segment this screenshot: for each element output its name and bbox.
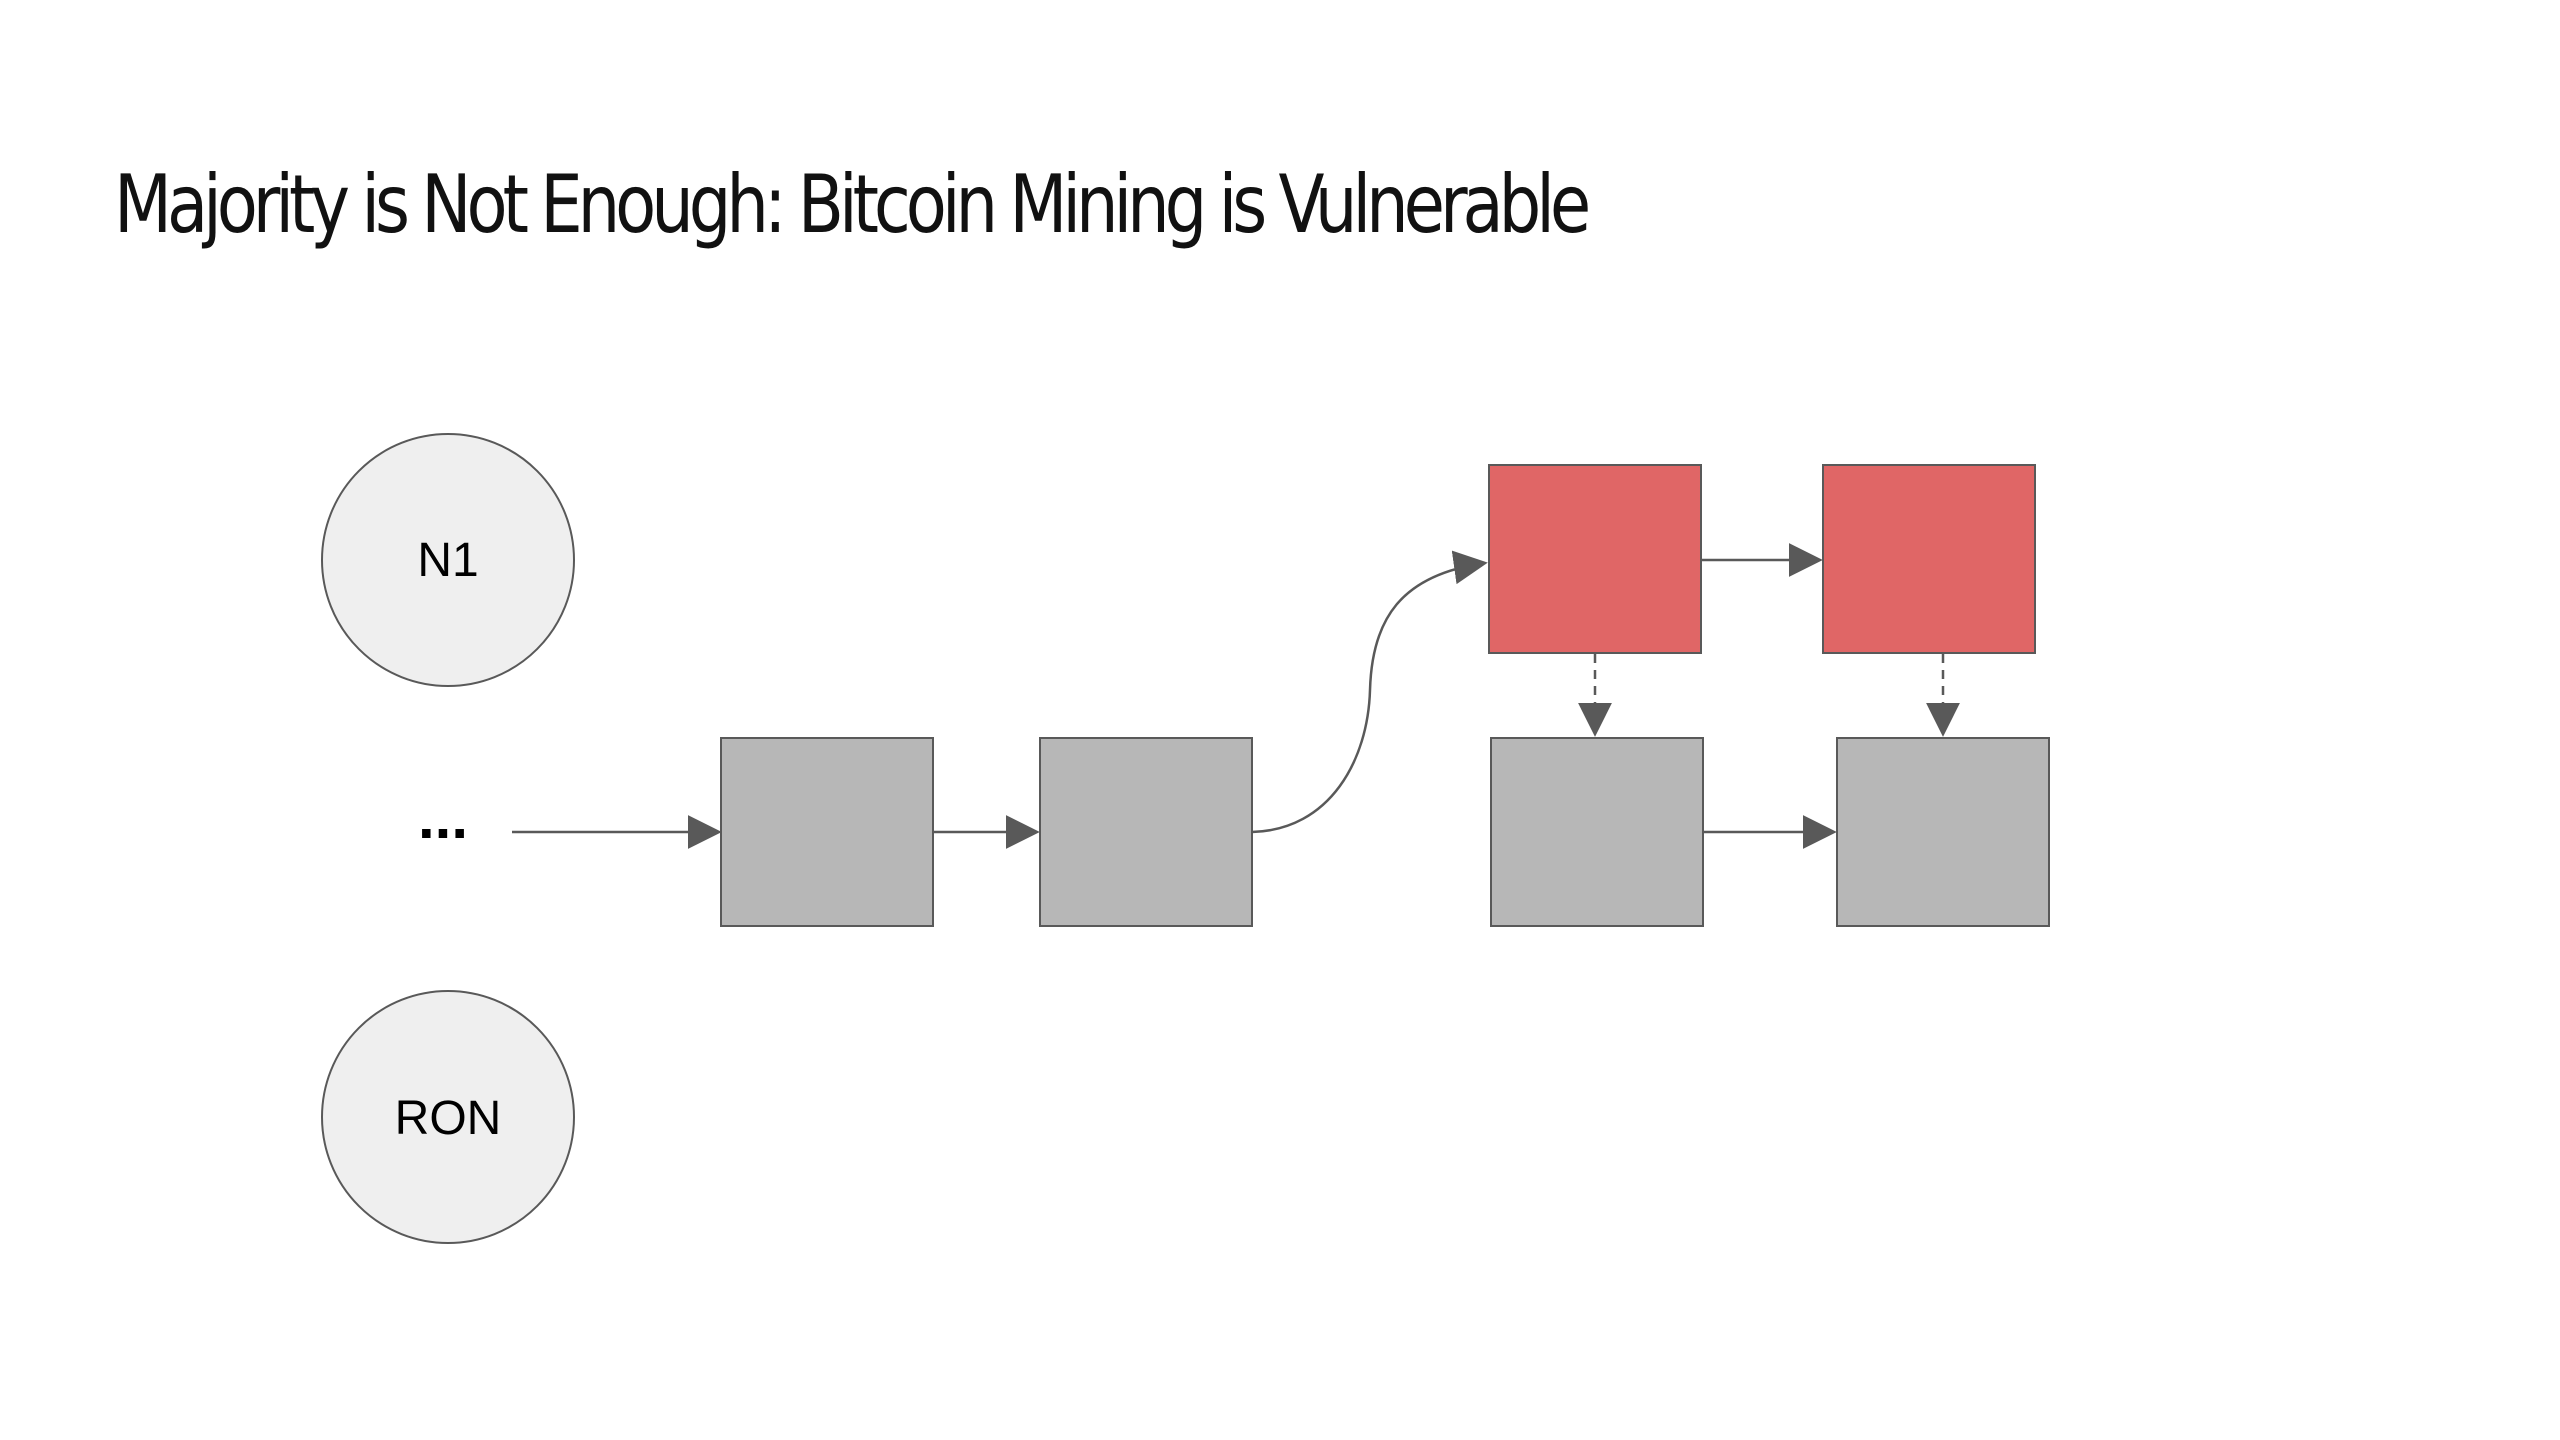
chain-block-2 <box>1039 737 1253 927</box>
selfish-block-2 <box>1822 464 2036 654</box>
node-ron-label: RON <box>395 1092 502 1145</box>
node-n1: N1 <box>321 433 575 687</box>
chain-block-4 <box>1836 737 2050 927</box>
node-ron-circle <box>321 990 575 1244</box>
edge-block2-to-red1 <box>1251 550 1488 834</box>
selfish-block-1 <box>1488 464 1702 654</box>
node-n1-label: N1 <box>417 534 478 587</box>
node-n1-circle <box>321 433 575 687</box>
chain-block-1 <box>720 737 934 927</box>
node-ron: RON <box>321 990 575 1244</box>
chain-block-3 <box>1490 737 1704 927</box>
chain-ellipsis: ... <box>418 784 468 851</box>
slide-title: Majority is Not Enough: Bitcoin Mining i… <box>114 158 1591 251</box>
